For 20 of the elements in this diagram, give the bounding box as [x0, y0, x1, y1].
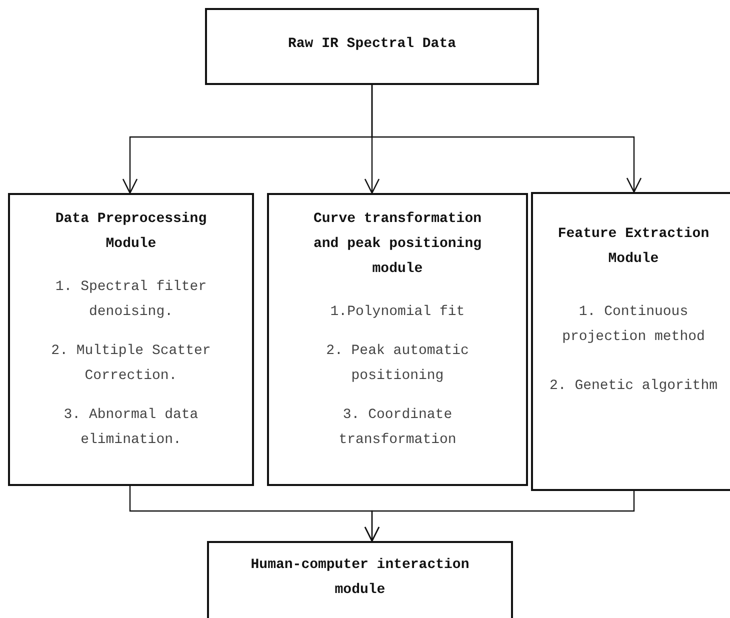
- process-box: [267, 193, 528, 486]
- process-box: [8, 193, 254, 486]
- list-item: 1. Spectral filter denoising.: [54, 278, 208, 322]
- box-title: Curve transformation and peak positioning module: [312, 210, 483, 279]
- list-item: 2. Multiple Scatter Correction.: [50, 342, 212, 386]
- process-box: [531, 192, 730, 491]
- arrow: [364, 491, 635, 542]
- process-box: [205, 8, 539, 85]
- list-item: 2. Peak automatic positioning: [325, 342, 470, 386]
- arrow: [371, 85, 642, 193]
- list-item: 1.Polynomial fit: [329, 303, 466, 322]
- list-item: 2. Genetic algorithm: [548, 377, 719, 396]
- process-box: [207, 541, 513, 618]
- box-title: Feature Extraction Module: [556, 225, 710, 269]
- list-item: 1. Continuous projection method: [561, 303, 706, 347]
- list-item: 3. Coordinate transformation: [338, 406, 458, 450]
- box-title: Raw IR Spectral Data: [286, 35, 458, 54]
- box-title: Data Preprocessing Module: [54, 210, 208, 254]
- box-title: Human-computer interaction module: [250, 556, 470, 600]
- list-item: 3. Abnormal data elimination.: [62, 406, 200, 450]
